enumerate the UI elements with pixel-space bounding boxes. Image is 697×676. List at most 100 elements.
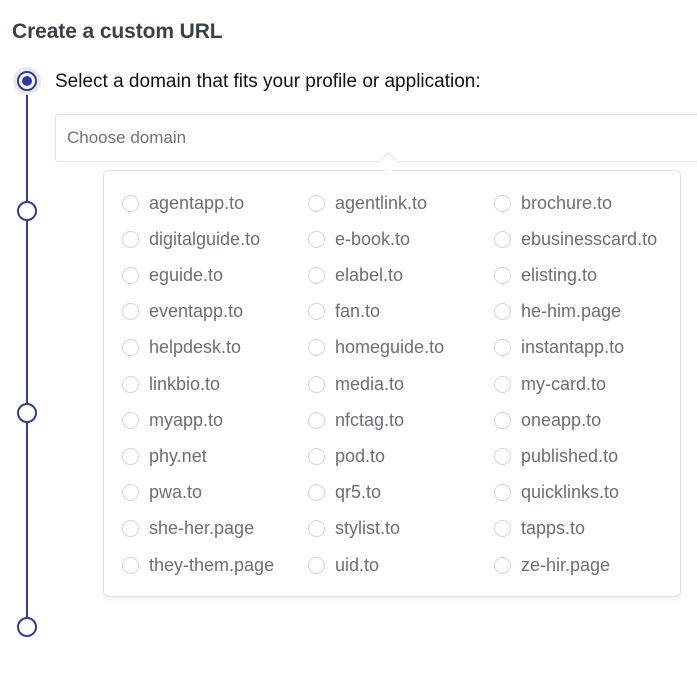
domain-option-radio[interactable]: [308, 375, 325, 393]
domain-option[interactable]: qr5.to: [308, 481, 381, 505]
domain-option-label: quicklinks.to: [521, 482, 620, 503]
domain-option-radio[interactable]: [308, 556, 325, 574]
domain-option-radio[interactable]: [494, 411, 511, 429]
domain-option[interactable]: myapp.to: [122, 408, 223, 432]
domain-option[interactable]: instantapp.to: [494, 336, 624, 360]
stepper-line: [26, 92, 28, 618]
domain-option[interactable]: stylist.to: [308, 517, 400, 541]
domain-option[interactable]: agentlink.to: [308, 191, 427, 215]
domain-option[interactable]: quicklinks.to: [494, 481, 619, 505]
domain-option[interactable]: she-her.page: [122, 517, 254, 541]
step-2-indicator[interactable]: [17, 201, 37, 221]
domain-option-label: ebusinesscard.to: [521, 228, 658, 249]
domain-option-radio[interactable]: [494, 556, 511, 574]
domain-option-label: brochure.to: [521, 192, 613, 213]
domain-option-radio[interactable]: [122, 447, 139, 465]
step-label: Select a domain that fits your profile o…: [55, 71, 481, 92]
step-1-indicator[interactable]: [17, 71, 37, 91]
step-3-indicator[interactable]: [17, 403, 37, 423]
domain-option-radio[interactable]: [494, 484, 511, 502]
domain-option-radio[interactable]: [308, 484, 325, 502]
domain-option-radio[interactable]: [494, 375, 511, 393]
domain-option-label: stylist.to: [335, 518, 401, 539]
domain-option-label: instantapp.to: [521, 337, 625, 358]
domain-option[interactable]: eventapp.to: [122, 300, 243, 324]
domain-option[interactable]: e-book.to: [308, 227, 410, 251]
domain-option[interactable]: they-them.page: [122, 553, 274, 577]
domain-option[interactable]: eguide.to: [122, 263, 223, 287]
domain-option[interactable]: ebusinesscard.to: [494, 227, 657, 251]
domain-option-radio[interactable]: [122, 556, 139, 574]
domain-option[interactable]: brochure.to: [494, 191, 612, 215]
domain-option-label: eguide.to: [149, 264, 224, 285]
domain-option-radio[interactable]: [122, 194, 139, 212]
domain-option[interactable]: ze-hir.page: [494, 553, 610, 577]
step-active-dot: [22, 76, 32, 86]
domain-option-radio[interactable]: [122, 484, 139, 502]
domain-option-label: agentlink.to: [335, 192, 428, 213]
domain-option-label: qr5.to: [335, 482, 382, 503]
domain-option-label: published.to: [521, 445, 619, 466]
domain-option-label: myapp.to: [149, 409, 224, 430]
domain-option[interactable]: helpdesk.to: [122, 336, 241, 360]
domain-option[interactable]: pod.to: [308, 444, 385, 468]
domain-option-radio[interactable]: [122, 303, 139, 321]
domain-option-label: homeguide.to: [335, 337, 445, 358]
domain-option-label: nfctag.to: [335, 409, 405, 430]
domain-option-radio[interactable]: [308, 520, 325, 538]
domain-option-label: they-them.page: [149, 554, 275, 575]
domain-option[interactable]: elisting.to: [494, 263, 597, 287]
domain-option-label: elabel.to: [335, 264, 404, 285]
domain-option-label: digitalguide.to: [149, 228, 261, 249]
domain-option-radio[interactable]: [122, 339, 139, 357]
domain-option-radio[interactable]: [122, 230, 139, 248]
domain-option[interactable]: nfctag.to: [308, 408, 404, 432]
domain-option-radio[interactable]: [122, 266, 139, 284]
domain-option-label: my-card.to: [521, 373, 607, 394]
domain-option-label: linkbio.to: [149, 373, 221, 394]
domain-option[interactable]: linkbio.to: [122, 372, 220, 396]
domain-option-label: she-her.page: [149, 518, 255, 539]
domain-option[interactable]: uid.to: [308, 553, 379, 577]
domain-option-radio[interactable]: [308, 447, 325, 465]
domain-option[interactable]: fan.to: [308, 300, 380, 324]
domain-option-radio[interactable]: [122, 375, 139, 393]
domain-option[interactable]: agentapp.to: [122, 191, 244, 215]
domain-option[interactable]: phy.net: [122, 444, 207, 468]
domain-option[interactable]: digitalguide.to: [122, 227, 260, 251]
domain-option-label: ze-hir.page: [521, 554, 611, 575]
domain-option-label: e-book.to: [335, 228, 411, 249]
domain-option-radio[interactable]: [122, 411, 139, 429]
domain-option[interactable]: he-him.page: [494, 300, 621, 324]
domain-option[interactable]: homeguide.to: [308, 336, 444, 360]
domain-option-radio[interactable]: [308, 339, 325, 357]
domain-option-radio[interactable]: [308, 194, 325, 212]
domain-option[interactable]: my-card.to: [494, 372, 606, 396]
domain-option-label: tapps.to: [521, 518, 586, 539]
domain-select-placeholder: Choose domain: [67, 128, 187, 147]
domain-option[interactable]: oneapp.to: [494, 408, 601, 432]
domain-option-radio[interactable]: [308, 411, 325, 429]
domain-option-radio[interactable]: [308, 303, 325, 321]
domain-option[interactable]: elabel.to: [308, 263, 403, 287]
domain-option-radio[interactable]: [308, 230, 325, 248]
domain-option-label: fan.to: [335, 301, 381, 322]
domain-option-radio[interactable]: [494, 303, 511, 321]
domain-option-radio[interactable]: [308, 266, 325, 284]
step-4-indicator[interactable]: [17, 617, 37, 637]
domain-option-radio[interactable]: [494, 520, 511, 538]
domain-option-label: oneapp.to: [521, 409, 602, 430]
domain-option-radio[interactable]: [494, 230, 511, 248]
domain-option[interactable]: published.to: [494, 444, 618, 468]
domain-option-label: pod.to: [335, 445, 386, 466]
domain-option-radio[interactable]: [494, 266, 511, 284]
domain-option-radio[interactable]: [494, 339, 511, 357]
domain-select[interactable]: Choose domain: [55, 114, 697, 162]
domain-option[interactable]: media.to: [308, 372, 404, 396]
domain-option-label: pwa.to: [149, 482, 203, 503]
domain-option-radio[interactable]: [494, 447, 511, 465]
domain-option-radio[interactable]: [122, 520, 139, 538]
domain-option[interactable]: tapps.to: [494, 517, 585, 541]
domain-option-radio[interactable]: [494, 194, 511, 212]
domain-option[interactable]: pwa.to: [122, 481, 202, 505]
